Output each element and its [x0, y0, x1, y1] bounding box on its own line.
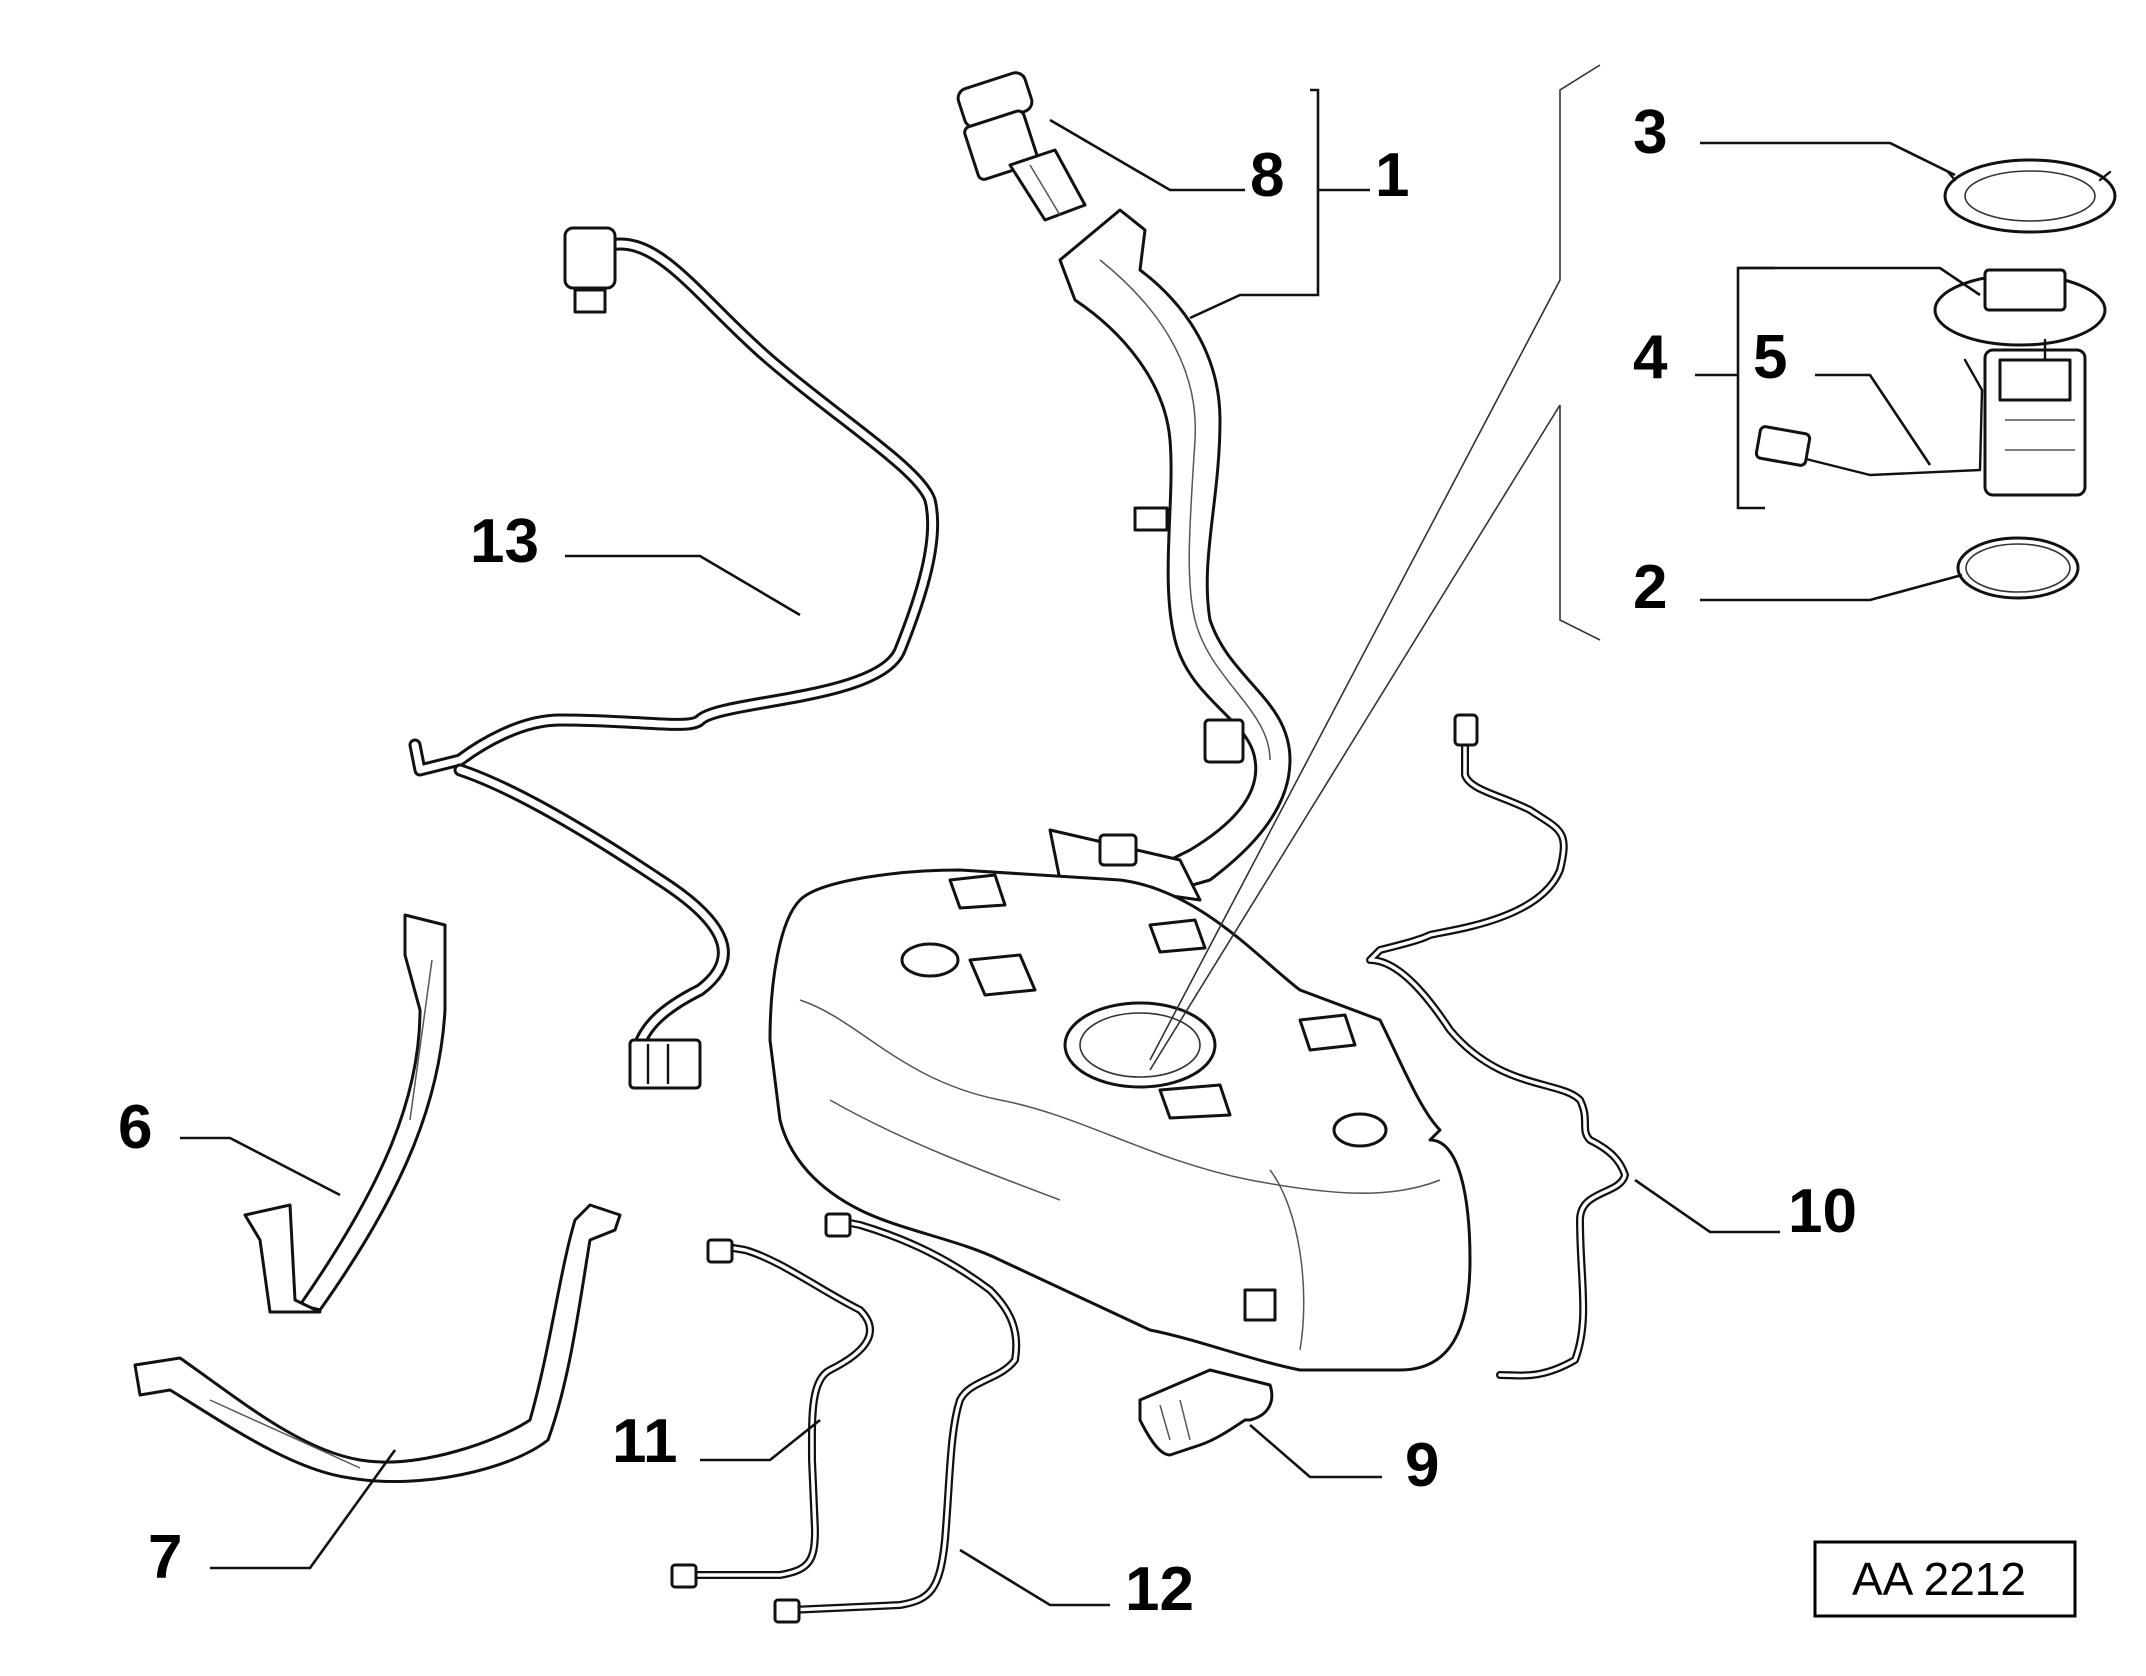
part-7-strap	[133, 1203, 622, 1484]
part-10-fuel-pipe	[1366, 713, 1629, 1380]
callout-9: 9	[1405, 1431, 1439, 1500]
callout-8: 8	[1250, 141, 1284, 210]
part-3-locking-ring	[1943, 158, 2117, 234]
callout-5: 5	[1753, 323, 1787, 392]
callout-3: 3	[1633, 98, 1667, 167]
leader-5	[1815, 373, 1932, 466]
callout-6: 6	[118, 1093, 152, 1162]
reference-code-box: AA 2212	[1813, 1540, 2077, 1618]
leader-4	[1738, 266, 1981, 297]
part-13-vent-hose	[408, 226, 940, 1090]
part-9-heat-shield	[1138, 1368, 1274, 1457]
part-4-fuel-pump-module	[1933, 268, 2107, 497]
reference-code: AA 2212	[1852, 1553, 2026, 1605]
leader-9	[1249, 1424, 1382, 1479]
leader-8	[1049, 118, 1245, 192]
leader-1-bracket	[1189, 88, 1320, 320]
part-6-strap	[243, 913, 447, 1314]
part-2-seal-ring	[1956, 536, 2080, 600]
callout-pointer-lower-line	[1149, 404, 1561, 1071]
callout-7: 7	[148, 1523, 182, 1592]
leader-13	[565, 554, 801, 617]
callout-4: 4	[1633, 323, 1668, 392]
callout-12: 12	[1125, 1555, 1194, 1624]
callout-13: 13	[470, 507, 539, 576]
leader-6	[180, 1136, 341, 1197]
leader-2	[1700, 573, 1963, 602]
part-12-fuel-pipe	[773, 1212, 1021, 1624]
callout-10: 10	[1788, 1177, 1857, 1246]
callout-1: 1	[1375, 141, 1409, 210]
leader-3	[1700, 141, 1956, 177]
leader-12	[959, 1548, 1110, 1607]
part-5-level-sender	[1754, 358, 1984, 477]
part-1-filler-neck	[1048, 208, 1292, 902]
callout-11: 11	[612, 1407, 678, 1476]
callout-pointer-upper	[1149, 64, 1601, 1061]
fuel-tank	[768, 868, 1472, 1372]
leader-11	[700, 1418, 821, 1462]
part-8-filler-cap	[956, 71, 1087, 222]
part-11-fuel-pipe	[670, 1238, 874, 1589]
leader-10	[1634, 1178, 1780, 1234]
leader-7	[210, 1449, 397, 1570]
callout-pointer-lower	[1559, 405, 1601, 641]
callout-2: 2	[1633, 553, 1667, 622]
